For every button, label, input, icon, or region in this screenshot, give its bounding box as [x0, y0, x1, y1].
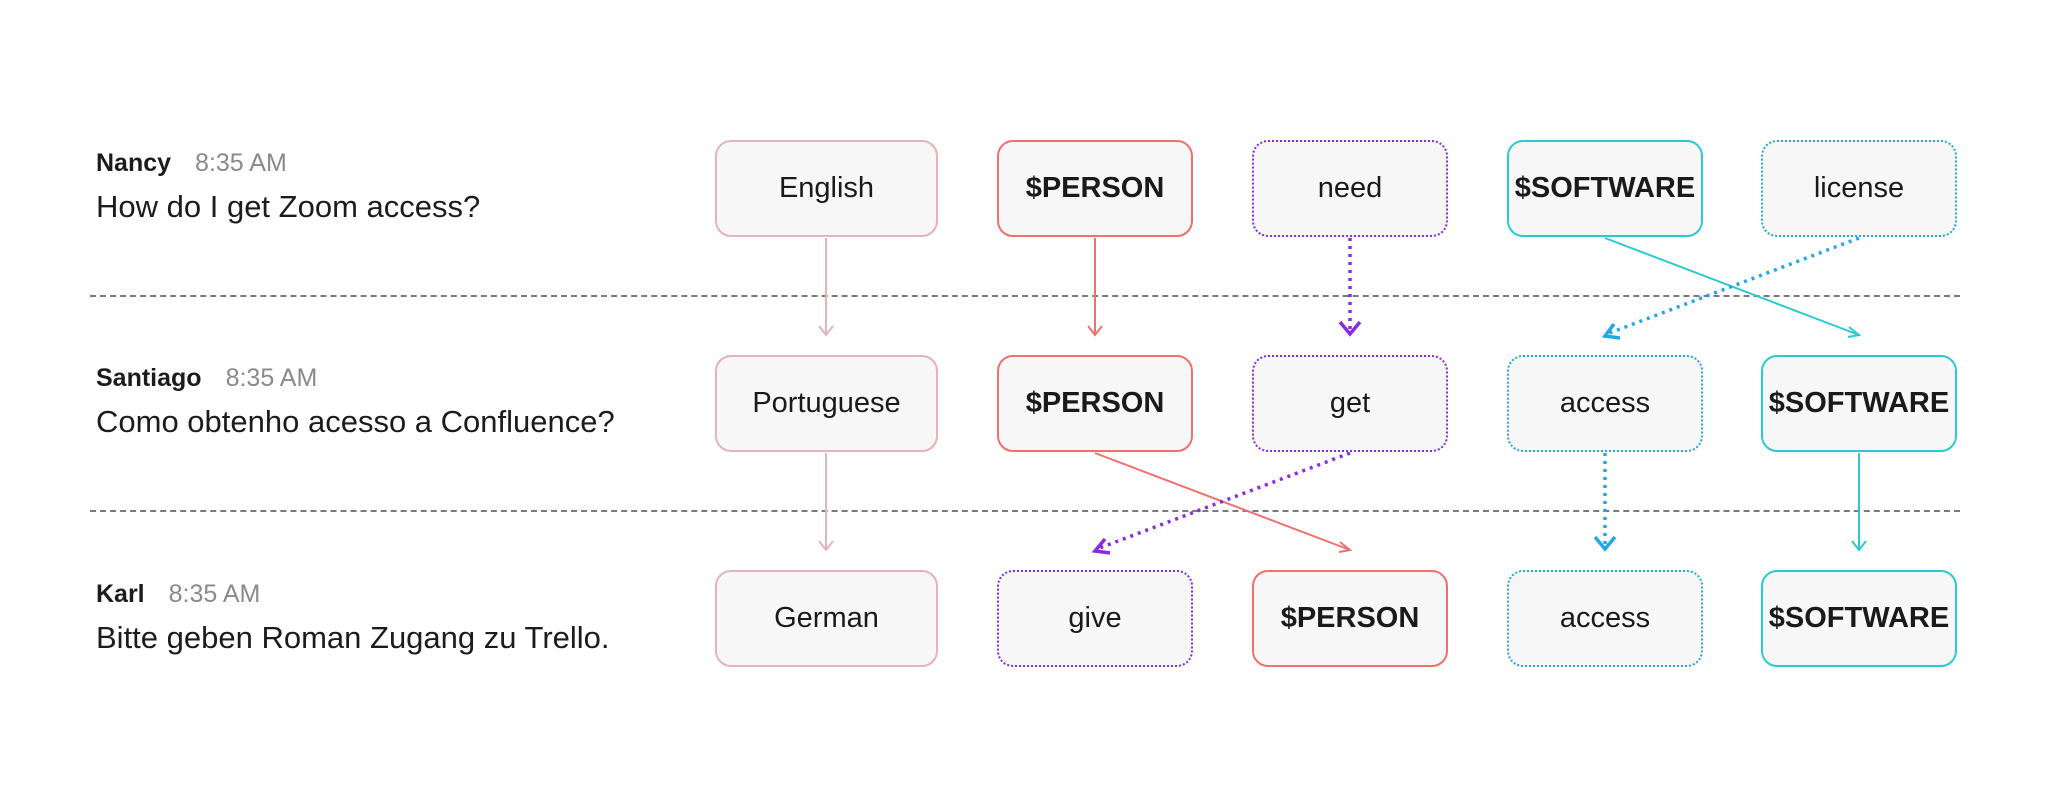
row-separator — [90, 295, 1960, 297]
token-software: $SOFTWARE — [1761, 570, 1957, 667]
sender-name: Santiago — [96, 364, 202, 392]
message-text: Como obtenho acesso a Confluence? — [96, 404, 615, 439]
token-software: $SOFTWARE — [1761, 355, 1957, 452]
token-language: Portuguese — [715, 355, 938, 452]
token-language: German — [715, 570, 938, 667]
arrow-english-portuguese — [818, 238, 834, 337]
token-object: license — [1761, 140, 1957, 237]
arrow-person-person — [1087, 238, 1103, 337]
message-text: Bitte geben Roman Zugang zu Trello. — [96, 620, 610, 655]
message-text: How do I get Zoom access? — [96, 189, 481, 224]
arrow-portuguese-german — [818, 453, 834, 552]
timestamp: 8:35 AM — [195, 149, 287, 177]
arrow-license-access — [1601, 236, 1860, 340]
token-verb: give — [997, 570, 1193, 667]
message-santiago: Santiago 8:35 AM Como obtenho acesso a Co… — [96, 363, 615, 441]
message-nancy: Nancy 8:35 AM How do I get Zoom access? — [96, 148, 480, 226]
sender-name: Karl — [96, 580, 145, 608]
token-verb: need — [1252, 140, 1448, 237]
row-separator — [90, 510, 1960, 512]
arrow-access-access — [1593, 453, 1617, 552]
arrow-software-software-2 — [1851, 453, 1867, 552]
timestamp: 8:35 AM — [168, 580, 261, 608]
message-header: Santiago 8:35 AM — [96, 363, 615, 393]
timestamp: 8:35 AM — [225, 364, 318, 392]
message-header: Nancy 8:35 AM — [96, 148, 480, 178]
arrow-software-software — [1604, 237, 1862, 338]
message-header: Karl 8:35 AM — [96, 579, 610, 609]
token-person: $PERSON — [997, 355, 1193, 452]
token-language: English — [715, 140, 938, 237]
token-object: access — [1507, 355, 1703, 452]
token-person: $PERSON — [1252, 570, 1448, 667]
token-software: $SOFTWARE — [1507, 140, 1703, 237]
arrow-get-give — [1091, 451, 1351, 555]
token-verb: get — [1252, 355, 1448, 452]
message-karl: Karl 8:35 AM Bitte geben Roman Zugang zu … — [96, 579, 610, 657]
sender-name: Nancy — [96, 149, 172, 177]
arrow-need-get — [1338, 238, 1362, 337]
token-person: $PERSON — [997, 140, 1193, 237]
token-object: access — [1507, 570, 1703, 667]
